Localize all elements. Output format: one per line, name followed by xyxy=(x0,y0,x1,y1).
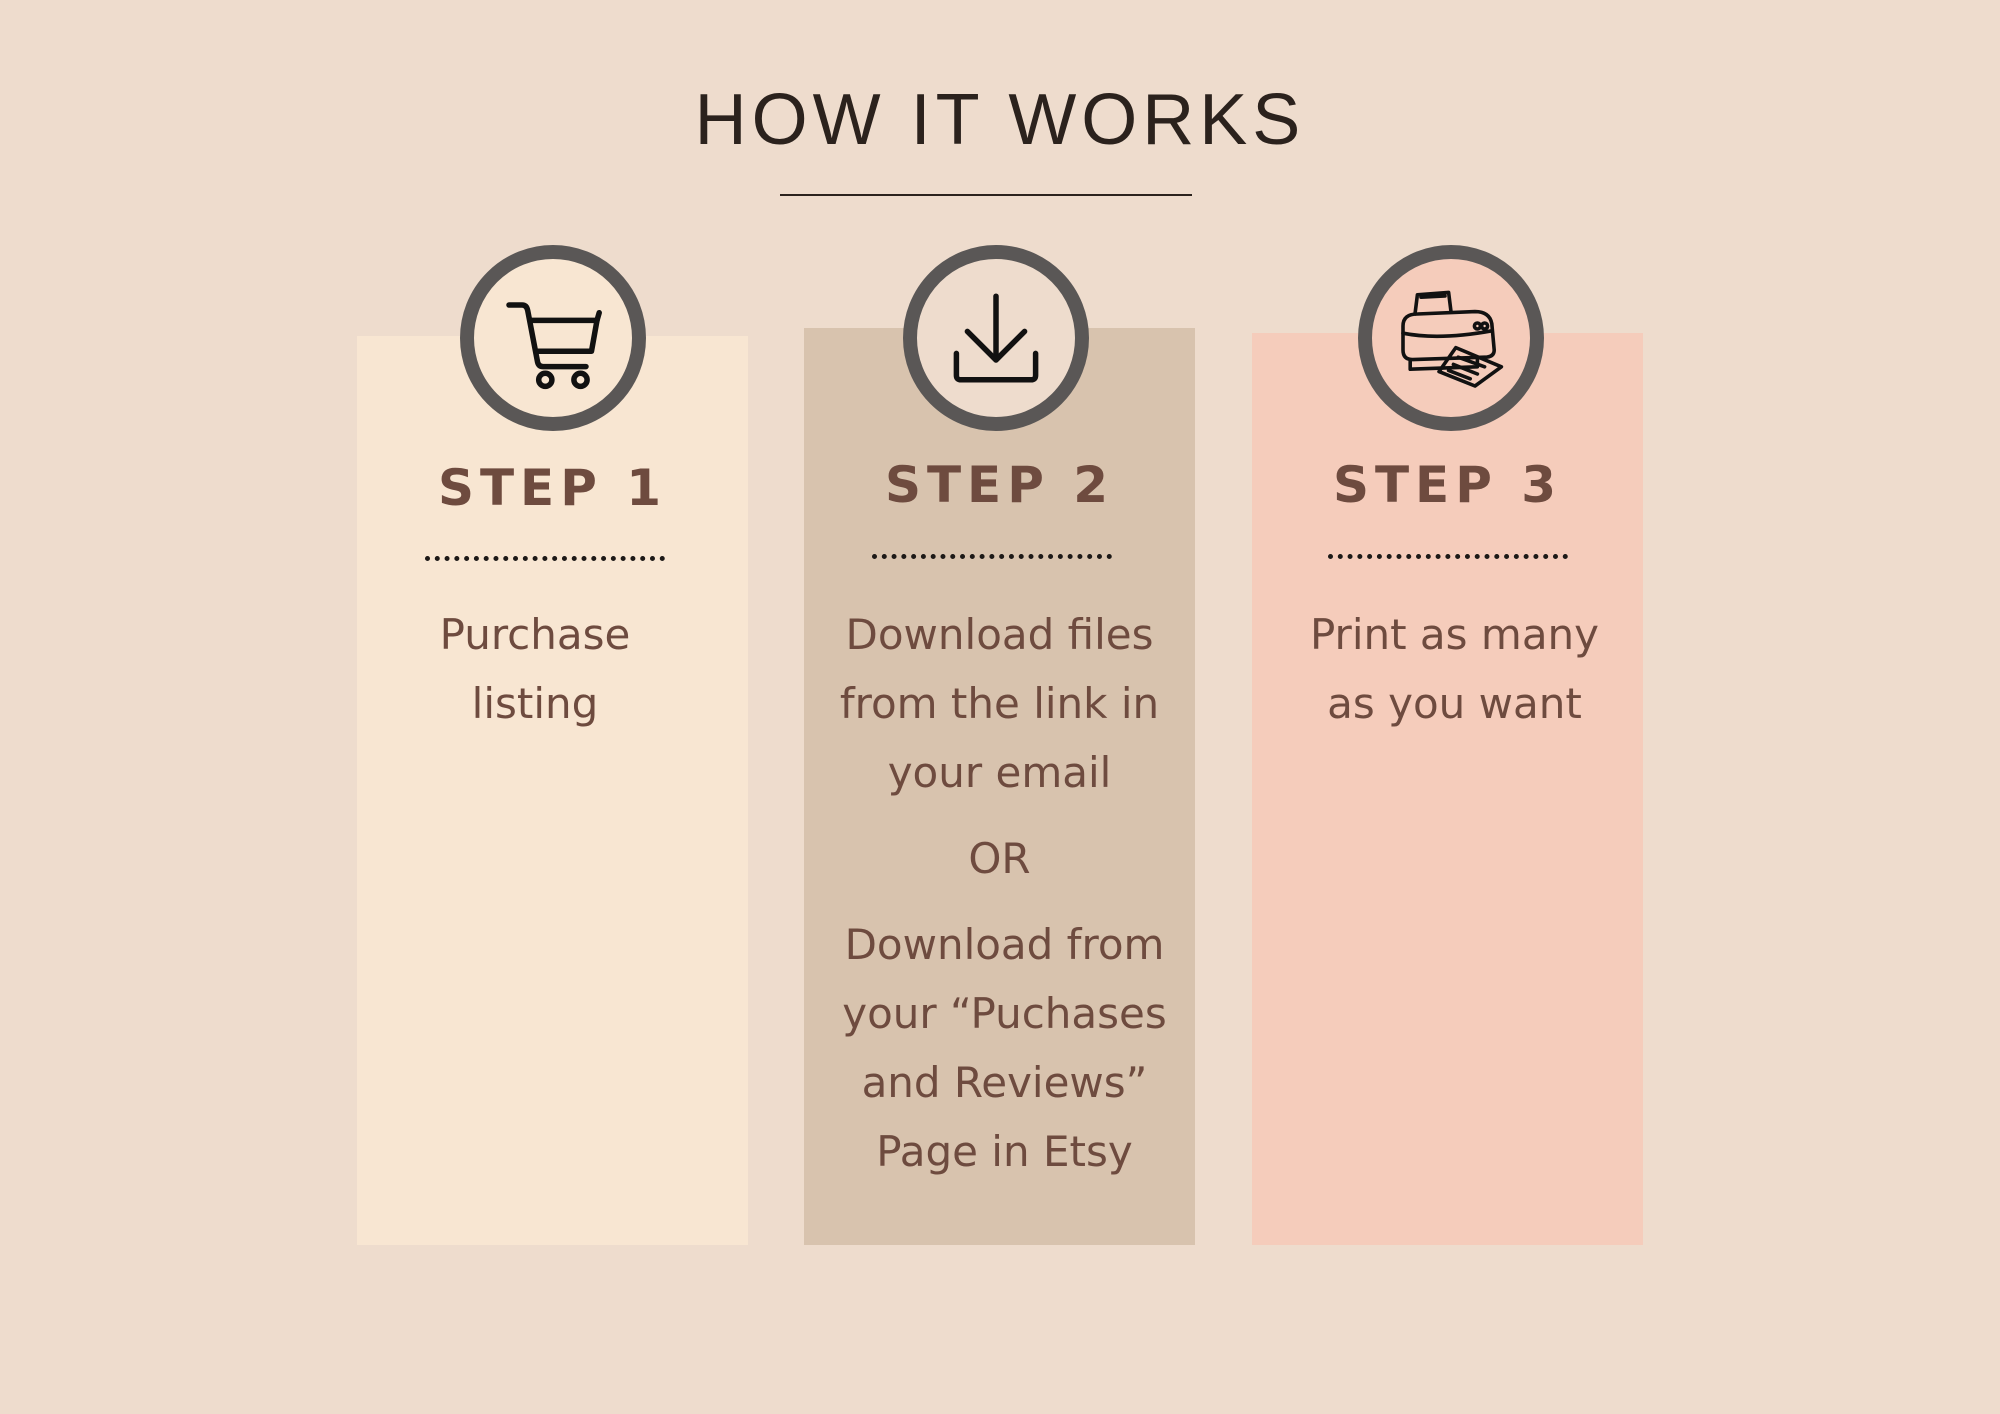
step-2-text-line: from the link in xyxy=(839,679,1160,728)
page-title: HOW IT WORKS xyxy=(694,80,1306,160)
step-2-alt-text-line: Page in Etsy xyxy=(876,1127,1133,1176)
step-1-icon-circle xyxy=(460,245,646,431)
step-3-description: Print as many as you want xyxy=(1252,600,1657,738)
step-1-description: Purchase listing xyxy=(395,600,675,738)
printer-icon xyxy=(1391,278,1511,398)
step-3-icon-circle xyxy=(1358,245,1544,431)
step-2-alt-text-line: Download from xyxy=(844,920,1165,969)
step-2-panel xyxy=(804,328,1195,1245)
step-3-text-line: as you want xyxy=(1327,679,1582,728)
download-icon xyxy=(941,283,1051,393)
step-2-icon-circle xyxy=(903,245,1089,431)
step-2-alt-text-line: your “Puchases xyxy=(842,989,1167,1038)
step-1-dotted-divider xyxy=(425,556,665,561)
shopping-cart-icon xyxy=(498,283,608,393)
step-1-panel xyxy=(357,336,748,1245)
step-2-or-separator: OR xyxy=(968,834,1031,883)
step-2-description: Download files from the link in your ema… xyxy=(804,600,1195,807)
step-3-text-line: Print as many xyxy=(1309,610,1600,659)
step-2-alt-text-line: and Reviews” xyxy=(861,1058,1148,1107)
step-2-alt-description: Download from your “Puchases and Reviews… xyxy=(809,910,1200,1186)
step-1-title: STEP 1 xyxy=(437,459,668,517)
step-2-dotted-divider xyxy=(872,554,1112,559)
step-2-text-line: your email xyxy=(887,748,1112,797)
step-1-text-line: Purchase xyxy=(439,610,631,659)
step-1-text-line: listing xyxy=(471,679,599,728)
step-3-title: STEP 3 xyxy=(1332,456,1563,514)
title-underline xyxy=(780,194,1192,196)
step-3-dotted-divider xyxy=(1328,554,1568,559)
step-2-text-line: Download files xyxy=(845,610,1154,659)
step-3-panel xyxy=(1252,333,1643,1245)
step-2-title: STEP 2 xyxy=(884,456,1115,514)
